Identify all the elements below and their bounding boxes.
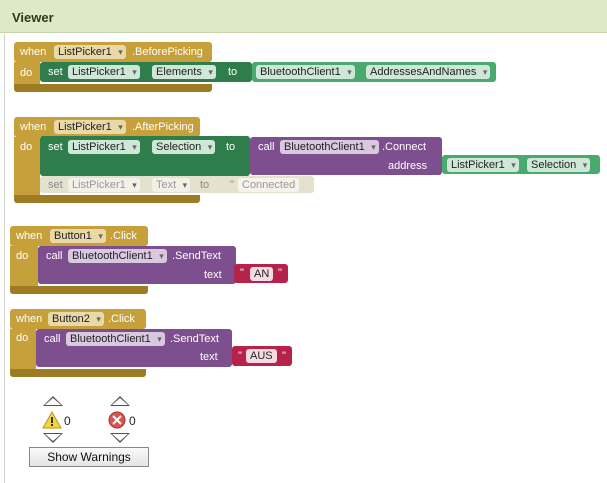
warning-icon xyxy=(42,411,62,429)
value-property-dropdown[interactable]: AddressesAndNames xyxy=(366,65,491,79)
warning-count: 0 xyxy=(64,414,71,428)
set-keyword: set xyxy=(48,179,63,191)
event-name: .Click xyxy=(110,230,137,242)
method-name: .SendText xyxy=(170,333,219,345)
error-icon xyxy=(108,411,126,429)
call-keyword: call xyxy=(258,141,275,153)
quote-close: " xyxy=(282,350,286,362)
component-dropdown[interactable]: ListPicker1 xyxy=(54,45,126,59)
to-keyword: to xyxy=(228,66,238,78)
call-component-dropdown[interactable]: BluetoothClient1 xyxy=(68,249,167,263)
when-keyword: when xyxy=(20,121,47,133)
when-keyword: when xyxy=(16,230,43,242)
quote-open: " xyxy=(230,179,234,191)
set-component-dropdown[interactable]: ListPicker1 xyxy=(68,65,140,79)
error-count: 0 xyxy=(129,414,136,428)
error-prev-arrow-icon[interactable] xyxy=(110,396,130,406)
text-value-field[interactable]: AUS xyxy=(246,349,277,363)
arg-component-dropdown[interactable]: ListPicker1 xyxy=(447,158,519,172)
to-keyword: to xyxy=(200,179,210,191)
warning-next-arrow-icon[interactable] xyxy=(43,433,63,443)
error-next-arrow-icon[interactable] xyxy=(110,433,130,443)
component-dropdown[interactable]: Button2 xyxy=(48,312,104,326)
component-dropdown[interactable]: ListPicker1 xyxy=(54,120,126,134)
value-component-dropdown[interactable]: BluetoothClient1 xyxy=(256,65,355,79)
method-name: .SendText xyxy=(172,250,221,262)
quote-open: " xyxy=(238,350,242,362)
viewer-title: Viewer xyxy=(12,10,54,25)
text-label: text xyxy=(204,269,222,281)
set2-property-dropdown[interactable]: Text xyxy=(152,178,191,192)
set-property-dropdown[interactable]: Selection xyxy=(152,140,216,154)
set-property-dropdown[interactable]: Elements xyxy=(152,65,216,79)
do-keyword: do xyxy=(16,332,29,344)
set-component-dropdown[interactable]: ListPicker1 xyxy=(68,140,140,154)
warning-prev-arrow-icon[interactable] xyxy=(43,396,63,406)
set2-value-field[interactable]: Connected xyxy=(238,178,300,192)
event-name: .Click xyxy=(108,313,135,325)
text-value-field[interactable]: AN xyxy=(250,267,274,281)
address-label: address xyxy=(388,160,428,172)
do-keyword: do xyxy=(16,250,29,262)
show-warnings-button[interactable]: Show Warnings xyxy=(29,447,149,467)
arg-property-dropdown[interactable]: Selection xyxy=(527,158,591,172)
viewer-header: Viewer xyxy=(0,0,607,33)
set2-component-dropdown[interactable]: ListPicker1 xyxy=(68,178,140,192)
do-keyword: do xyxy=(20,67,33,79)
when-keyword: when xyxy=(16,313,43,325)
text-label: text xyxy=(200,351,218,363)
when-keyword: when xyxy=(20,46,47,58)
event-name: .BeforePicking xyxy=(132,46,203,58)
do-keyword: do xyxy=(20,141,33,153)
set-keyword: set xyxy=(48,66,63,78)
set-keyword: set xyxy=(48,141,63,153)
event-name: .AfterPicking xyxy=(132,121,194,133)
quote-close: " xyxy=(278,267,282,279)
call-keyword: call xyxy=(46,250,63,262)
call-component-dropdown[interactable]: BluetoothClient1 xyxy=(66,332,165,346)
method-name: .Connect xyxy=(382,141,427,153)
call-keyword: call xyxy=(44,333,61,345)
to-keyword: to xyxy=(226,141,236,153)
quote-open: " xyxy=(240,267,244,279)
call-component-dropdown[interactable]: BluetoothClient1 xyxy=(280,140,379,154)
component-dropdown[interactable]: Button1 xyxy=(50,229,106,243)
